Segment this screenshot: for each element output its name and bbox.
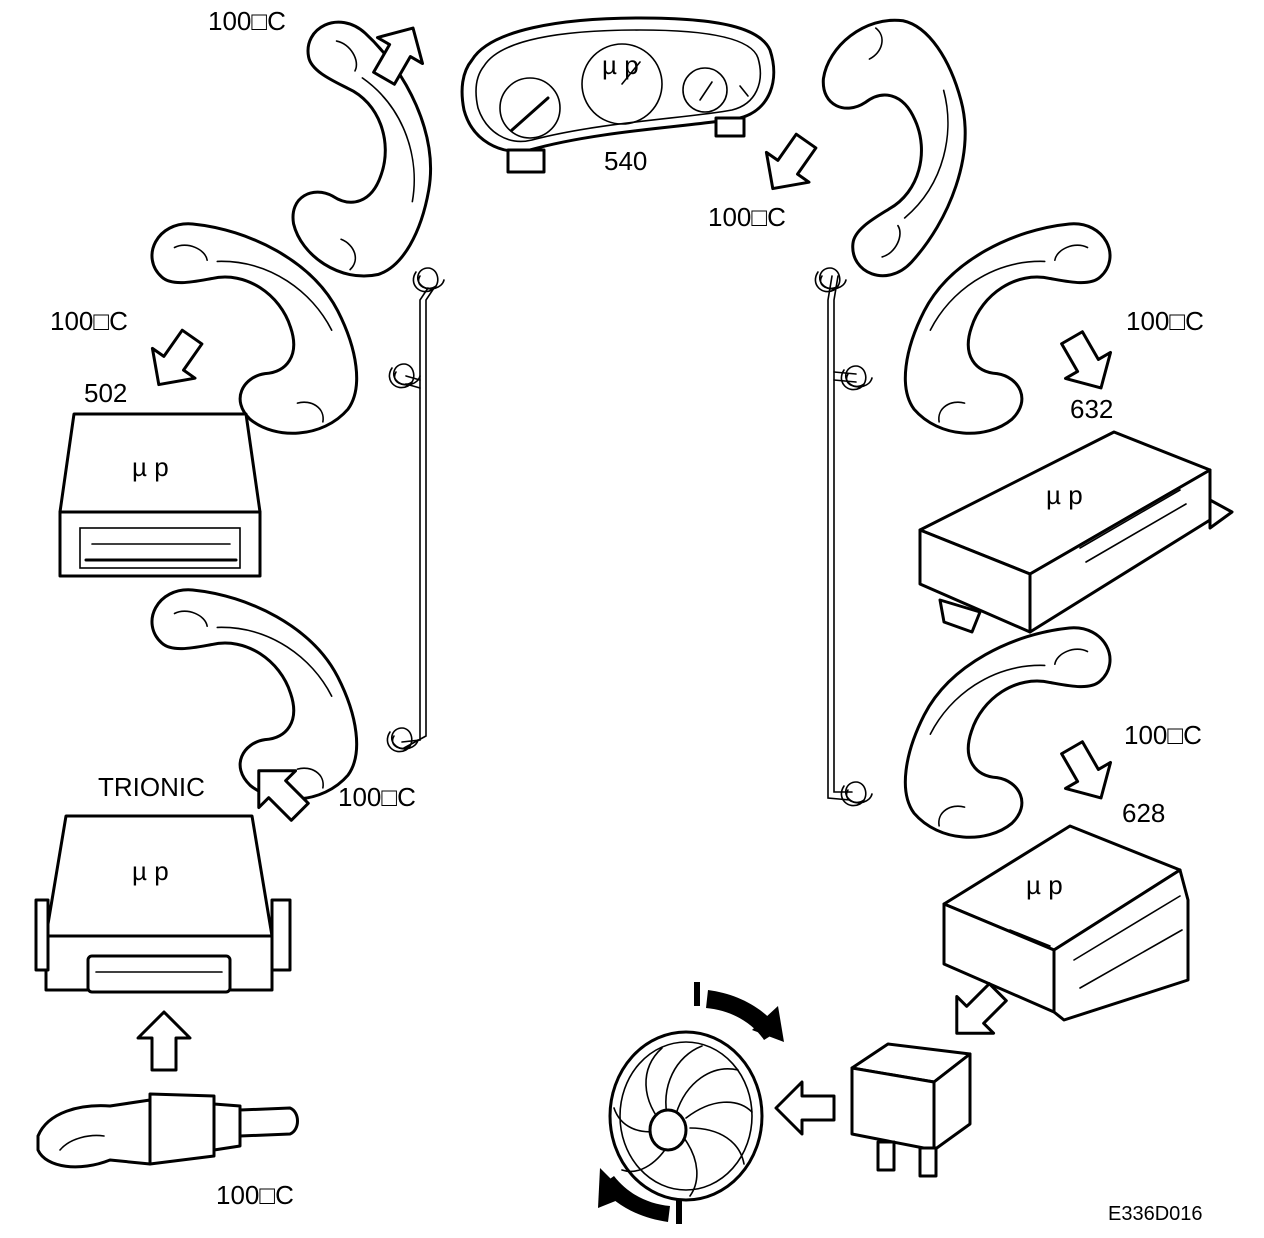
temperature-label: 100□C	[50, 306, 128, 336]
microprocessor-label: µ p	[132, 856, 169, 886]
cord-loop	[840, 781, 873, 807]
arrow-icon	[749, 124, 829, 205]
ecu-module-icon: µ p	[34, 814, 292, 994]
telephone-handset-icon	[869, 612, 1153, 857]
arrow-icon	[135, 320, 215, 401]
can-bus-wire-right	[827, 275, 857, 801]
temperature-label: 100□C	[708, 202, 786, 232]
relay-icon	[850, 1042, 972, 1178]
temperature-label: 100□C	[1124, 720, 1202, 750]
module-632-number: 632	[1070, 394, 1113, 424]
microprocessor-label: µ p	[602, 50, 639, 80]
temperature-label: 100□C	[1126, 306, 1204, 336]
cord-loop	[388, 363, 421, 389]
cord-loop	[412, 267, 445, 293]
can-bus-wire-left	[401, 287, 435, 749]
rotation-arrow-icon	[598, 982, 784, 1224]
microprocessor-label: µ p	[1046, 480, 1083, 510]
figure-code: E336D016	[1108, 1203, 1203, 1225]
ecu-module-icon: µ p	[918, 430, 1234, 634]
arrow-icon	[1047, 733, 1126, 813]
cord-loop	[386, 727, 419, 753]
arrow-icon	[1047, 323, 1126, 403]
module-502-number: 502	[84, 378, 127, 408]
module-628-number: 628	[1122, 798, 1165, 828]
instrument-cluster-number: 540	[604, 146, 647, 176]
trionic-label: TRIONIC	[98, 772, 205, 802]
microprocessor-label: µ p	[132, 452, 169, 482]
temperature-label: 100□C	[216, 1180, 294, 1210]
instrument-cluster-icon: µ p	[460, 16, 776, 174]
arrow-icon	[774, 1080, 836, 1136]
arrow-icon	[136, 1010, 192, 1072]
temperature-label: 100□C	[338, 782, 416, 812]
temperature-sensor-icon	[36, 1092, 299, 1169]
ecu-module-icon: µ p	[58, 412, 262, 578]
cooling-fan-icon	[608, 1030, 764, 1202]
microprocessor-label: µ p	[1026, 870, 1063, 900]
cord-loop	[840, 365, 873, 391]
ecu-module-icon: µ p	[942, 824, 1190, 1022]
temperature-label: 100□C	[208, 6, 286, 36]
